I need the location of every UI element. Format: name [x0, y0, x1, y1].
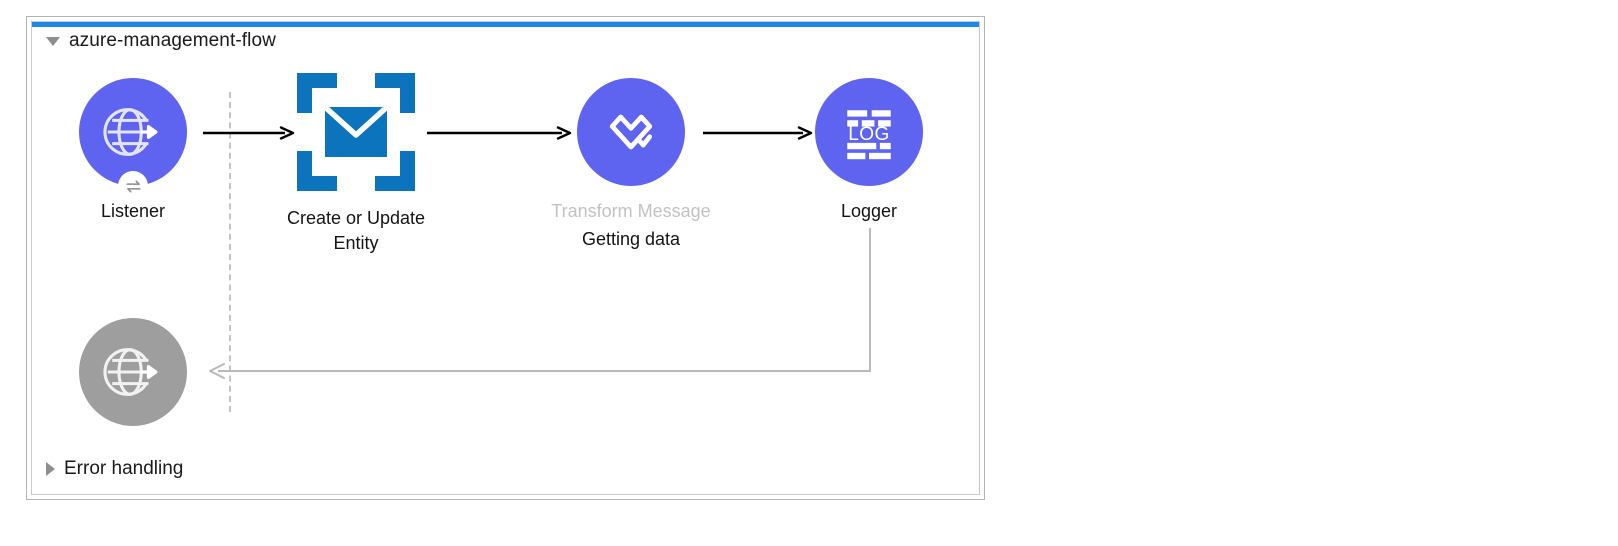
triangle-down-icon[interactable] [46, 36, 60, 46]
flow-accent-bar [32, 22, 979, 27]
logger-icon-circle[interactable]: LOG [815, 78, 923, 186]
node-transform-message[interactable]: Transform Message Getting data [551, 78, 711, 252]
flow-header[interactable]: azure-management-flow [46, 30, 276, 52]
response-icon-circle[interactable] [79, 318, 187, 426]
transform-icon-circle[interactable] [577, 78, 685, 186]
globe-arrow-icon [103, 348, 158, 396]
flow-title: azure-management-flow [69, 30, 276, 51]
connector-entity-to-transform [427, 126, 572, 140]
source-separator-line [229, 92, 231, 412]
connector-listener-to-entity [203, 126, 295, 140]
entity-icon-square[interactable] [295, 71, 417, 193]
connector-transform-to-logger [703, 126, 813, 140]
node-create-or-update-entity[interactable]: Create or Update Entity [276, 71, 436, 256]
logger-label: Logger [840, 201, 898, 221]
listener-icon-circle[interactable] [79, 78, 187, 201]
transform-sublabel: Getting data [581, 229, 681, 249]
envelope-scan-icon [297, 73, 415, 191]
node-response[interactable] [53, 318, 213, 426]
log-icon: LOG [847, 110, 891, 160]
exchange-arrows-icon [125, 180, 141, 192]
listener-label: Listener [100, 201, 166, 221]
flow-footer[interactable]: Error handling [46, 458, 183, 480]
svg-text:LOG: LOG [848, 124, 890, 145]
globe-arrow-icon [103, 108, 158, 156]
dataweave-icon [609, 114, 653, 150]
entity-label: Create or Update Entity [286, 208, 426, 253]
transform-label: Transform Message [551, 201, 711, 221]
node-listener[interactable]: Listener [53, 78, 213, 224]
error-handling-label: Error handling [64, 458, 184, 479]
node-logger[interactable]: LOG Logger [789, 78, 949, 224]
listener-exchange-badge [118, 171, 148, 201]
triangle-right-icon[interactable] [46, 462, 55, 476]
